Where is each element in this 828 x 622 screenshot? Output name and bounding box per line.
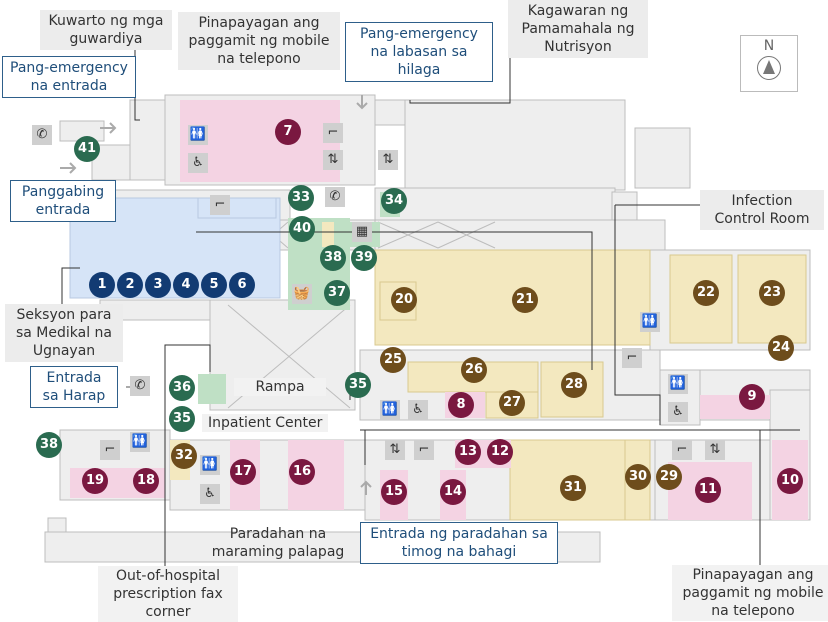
marker-32[interactable]: 32 xyxy=(171,443,197,469)
stairs-icon: ⌐ xyxy=(100,440,120,460)
label-fax-corner: Out-of-hospital prescription fax corner xyxy=(98,566,238,622)
marker-39[interactable]: 39 xyxy=(351,245,377,271)
elevator-icon: ⇅ xyxy=(323,150,343,170)
marker-17[interactable]: 17 xyxy=(230,459,256,485)
phone-icon: ✆ xyxy=(130,376,150,396)
restroom-icon: 🚻 xyxy=(640,312,660,332)
marker-2[interactable]: 2 xyxy=(117,272,143,298)
label-mobile-bottom: Pinapayagan ang paggamit ng mobile na te… xyxy=(672,565,828,621)
marker-25[interactable]: 25 xyxy=(380,347,406,373)
elevator-icon: ⇅ xyxy=(705,440,725,460)
restroom-icon: 🚻 xyxy=(200,455,220,475)
marker-14[interactable]: 14 xyxy=(440,479,466,505)
marker-29[interactable]: 29 xyxy=(656,464,682,490)
stairs-icon: ⌐ xyxy=(210,195,230,215)
marker-28[interactable]: 28 xyxy=(561,372,587,398)
label-south-entrance: Entrada ng paradahan sa timog na bahagi xyxy=(360,522,558,564)
label-night-entrance: Panggabing entrada xyxy=(10,180,116,222)
wheelchair-icon: ♿ xyxy=(668,402,688,422)
marker-31[interactable]: 31 xyxy=(560,475,586,501)
stairs-icon: ⌐ xyxy=(323,123,343,143)
phone-icon: ✆ xyxy=(325,187,345,207)
marker-27[interactable]: 27 xyxy=(499,390,525,416)
marker-36[interactable]: 36 xyxy=(169,375,195,401)
label-ramp: Rampa xyxy=(234,378,326,396)
wheelchair-icon: ♿ xyxy=(188,153,208,173)
marker-21[interactable]: 21 xyxy=(512,287,538,313)
marker-37[interactable]: 37 xyxy=(324,280,350,306)
marker-4[interactable]: 4 xyxy=(173,272,199,298)
restroom-icon: 🚻 xyxy=(668,374,688,394)
restroom-icon: 🚻 xyxy=(188,125,208,145)
marker-41[interactable]: 41 xyxy=(74,136,100,162)
marker-35-ramp[interactable]: 35 xyxy=(345,372,371,398)
basket-icon: 🧺 xyxy=(292,284,312,304)
marker-19[interactable]: 19 xyxy=(82,468,108,494)
label-medical-liaison: Seksyon para sa Medikal na Ugnayan xyxy=(5,304,123,362)
label-mobile-top: Pinapayagan ang paggamit ng mobile na te… xyxy=(178,12,340,70)
restroom-icon: 🚻 xyxy=(130,432,150,452)
marker-24[interactable]: 24 xyxy=(768,335,794,361)
green-ramp xyxy=(198,374,226,404)
marker-22[interactable]: 22 xyxy=(693,280,719,306)
marker-30[interactable]: 30 xyxy=(625,464,651,490)
wheelchair-icon: ♿ xyxy=(408,400,428,420)
elevator-icon: ⇅ xyxy=(385,440,405,460)
yellow-39 xyxy=(322,222,334,247)
north-arrow-icon xyxy=(757,56,781,80)
marker-8[interactable]: 8 xyxy=(448,392,474,418)
marker-7[interactable]: 7 xyxy=(275,119,301,145)
atm-icon: ▦ xyxy=(352,222,372,242)
label-nutrition: Kagawaran ng Pamamahala ng Nutrisyon xyxy=(508,0,648,58)
north-label: N xyxy=(763,38,775,54)
wheelchair-icon: ♿ xyxy=(200,484,220,504)
label-emergency-exit-north: Pang-emergency na labasan sa hilaga xyxy=(345,22,493,82)
label-guard-room: Kuwarto ng mga guwardiya xyxy=(40,10,172,50)
yellow-22 xyxy=(669,254,733,344)
marker-33[interactable]: 33 xyxy=(288,185,314,211)
stairs-icon: ⌐ xyxy=(672,440,692,460)
stairs-icon: ⌐ xyxy=(414,440,434,460)
marker-9[interactable]: 9 xyxy=(739,384,765,410)
marker-10[interactable]: 10 xyxy=(777,468,803,494)
marker-34[interactable]: 34 xyxy=(381,188,407,214)
marker-40[interactable]: 40 xyxy=(289,216,315,242)
label-infection-control: Infection Control Room xyxy=(700,190,824,230)
marker-13[interactable]: 13 xyxy=(455,439,481,465)
label-emergency-entrance: Pang-emergency na entrada xyxy=(2,56,136,98)
stairs-icon: ⌐ xyxy=(622,348,642,368)
marker-20[interactable]: 20 xyxy=(391,287,417,313)
marker-26[interactable]: 26 xyxy=(461,357,487,383)
phone-icon: ✆ xyxy=(32,125,52,145)
leader-lines xyxy=(61,40,800,570)
marker-38-center[interactable]: 38 xyxy=(320,245,346,271)
marker-11[interactable]: 11 xyxy=(695,477,721,503)
restroom-icon: 🚻 xyxy=(380,400,400,420)
marker-18[interactable]: 18 xyxy=(133,468,159,494)
marker-23[interactable]: 23 xyxy=(759,280,785,306)
marker-12[interactable]: 12 xyxy=(487,439,513,465)
marker-5[interactable]: 5 xyxy=(201,272,227,298)
label-multilevel-parking: Paradahan na maraming palapag xyxy=(211,526,345,560)
marker-1[interactable]: 1 xyxy=(89,272,115,298)
marker-15[interactable]: 15 xyxy=(381,479,407,505)
marker-35-front[interactable]: 35 xyxy=(169,406,195,432)
compass: N xyxy=(740,35,798,92)
marker-3[interactable]: 3 xyxy=(145,272,171,298)
label-front-entrance: Entrada sa Harap xyxy=(30,366,118,408)
marker-6[interactable]: 6 xyxy=(229,272,255,298)
label-inpatient-center: Inpatient Center xyxy=(202,414,329,432)
elevator-icon: ⇅ xyxy=(378,150,398,170)
marker-16[interactable]: 16 xyxy=(289,459,315,485)
marker-38-left[interactable]: 38 xyxy=(36,432,62,458)
